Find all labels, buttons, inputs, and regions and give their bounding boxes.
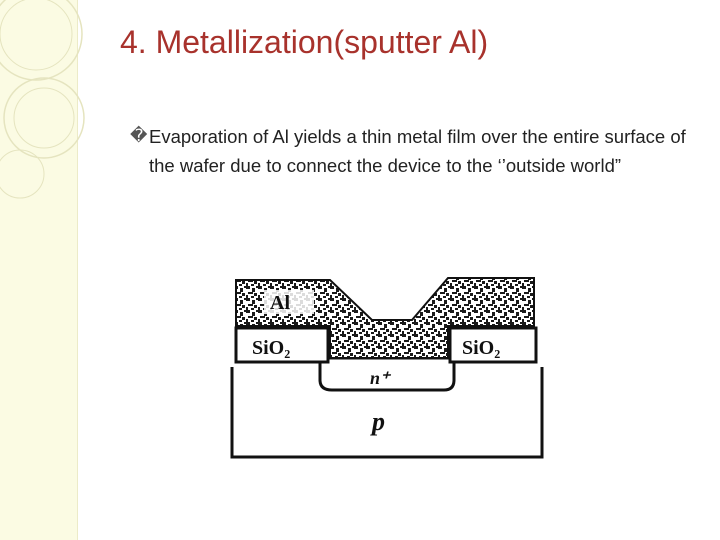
sio2-right-label: SiO₂ (462, 337, 500, 359)
al-label: Al (270, 292, 290, 314)
sio2-right-block (448, 326, 538, 364)
n-plus-region (318, 356, 456, 392)
n-plus-label: n⁺ (370, 368, 392, 388)
p-label: p (370, 407, 385, 436)
bullet-marker: � (130, 126, 148, 146)
bullet-text: Evaporation of Al yields a thin metal fi… (149, 126, 686, 176)
p-substrate (230, 367, 544, 459)
decorative-circles (0, 0, 85, 199)
sio2-left-block (234, 326, 330, 364)
slide-title: 4. Metallization(sputter Al) (120, 24, 489, 60)
sio2-left-label: SiO₂ (252, 337, 290, 359)
left-decorative-band (0, 0, 78, 540)
metallization-cross-section-diagram: Al SiO₂ SiO₂ n⁺ p (230, 277, 544, 459)
bullet-item: � Evaporation of Al yields a thin metal … (130, 122, 690, 180)
